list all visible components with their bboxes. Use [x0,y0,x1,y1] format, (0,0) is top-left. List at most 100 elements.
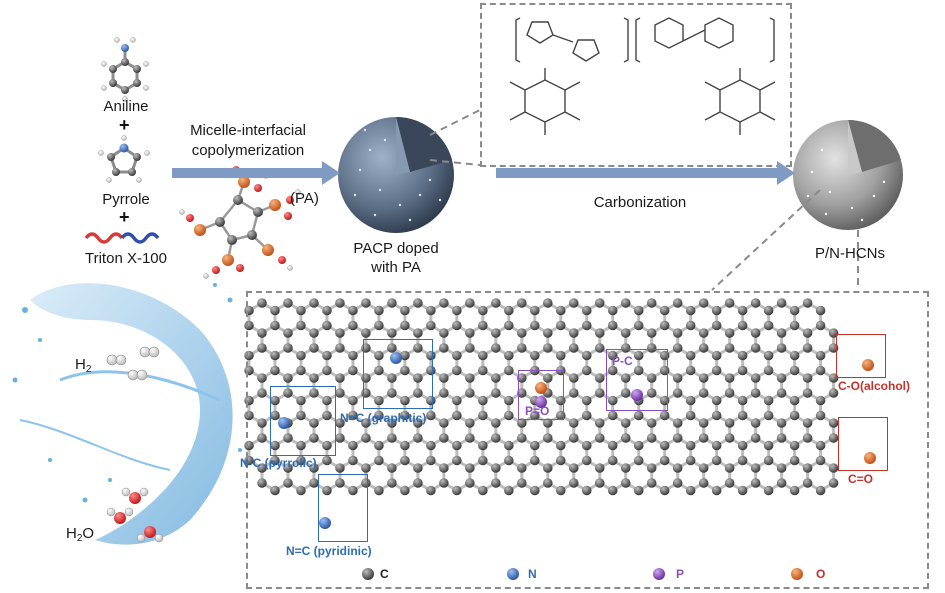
lattice-carbon-atom [400,320,410,331]
lattice-carbon-atom [439,418,449,428]
lattice-carbon-atom [439,343,449,353]
lattice-carbon-atom [465,388,475,398]
lattice-carbon-atom [594,463,605,473]
lattice-carbon-atom [672,433,683,443]
lattice-carbon-atom [646,388,657,398]
lattice-carbon-atom [711,395,722,406]
lattice-carbon-atom [555,305,566,316]
lattice-carbon-atom [763,350,774,361]
lattice-carbon-atom [711,485,722,496]
lattice-carbon-atom [413,373,423,383]
lattice-carbon-atom [828,373,839,383]
lattice-carbon-atom [270,350,280,361]
plus-sign-1: + [119,115,130,135]
lattice-carbon-atom [296,395,306,406]
lattice-carbon-atom [724,388,735,398]
lattice-carbon-atom [400,455,410,466]
alcohol-site-label: C-O(alcohol) [838,379,910,393]
lattice-carbon-atom [776,463,787,473]
lattice-carbon-atom [594,478,605,488]
lattice-carbon-atom [802,298,813,308]
legend-markers [362,568,803,580]
lattice-carbon-atom [750,343,761,353]
lattice-carbon-atom [542,298,553,308]
legend-c-label: C [380,567,389,581]
lattice-carbon-atom [581,305,592,316]
lattice-carbon-atom [296,485,306,496]
lattice-carbon-atom [517,328,527,338]
lattice-carbon-atom [348,365,358,376]
lattice-carbon-atom [698,328,709,338]
lattice-carbon-atom [491,373,501,383]
lattice-box [246,291,929,589]
lattice-carbon-atom [828,433,839,443]
lattice-carbon-atom [789,395,800,406]
lattice-carbon-atom [517,373,527,383]
lattice-carbon-atom [542,478,553,488]
lattice-carbon-atom [776,388,787,398]
lattice-carbon-atom [491,463,501,473]
lattice-carbon-atom [763,365,774,376]
lattice-carbon-atom [776,433,787,443]
dopant-atoms [278,352,876,529]
lattice-carbon-atom [620,388,631,398]
lattice-carbon-atom [828,343,839,353]
lattice-carbon-atom [478,410,488,421]
lattice-carbon-atom [724,433,735,443]
lattice-carbon-atom [594,433,605,443]
lattice-carbon-atom [374,350,384,361]
lattice-carbon-atom [698,373,709,383]
lattice-carbon-atom [257,298,267,308]
lattice-carbon-atom [387,418,397,428]
lattice-carbon-atom [750,463,761,473]
lattice-carbon-atom [646,298,657,308]
lattice-carbon-atom [504,440,514,451]
lattice-carbon-atom [452,410,462,421]
lattice-carbon-atom [400,305,410,316]
lattice-carbon-atom [776,373,787,383]
lattice-carbon-atom [335,463,345,473]
lattice-carbon-atom [296,455,306,466]
lattice-carbon-atom [672,298,683,308]
lattice-carbon-atom [542,418,553,428]
lattice-carbon-atom [685,485,696,496]
lattice-carbon-atom [594,298,605,308]
lattice-carbon-atom [348,485,358,496]
lattice-carbon-atom [737,305,748,316]
lattice-carbon-atom [672,328,683,338]
co-site-label: C=O [848,472,874,486]
lattice-carbon-atom [400,410,410,421]
lattice-carbon-atom [283,343,293,353]
lattice-carbon-atom [633,410,644,421]
lattice-carbon-atom [387,463,397,473]
lattice-carbon-atom [374,485,384,496]
lattice-carbon-atom [685,410,696,421]
lattice-carbon-atom [750,478,761,488]
lattice-carbon-atom [646,343,657,353]
lattice-carbon-atom [296,440,306,451]
lattice-carbon-atom [413,298,423,308]
pn-hcn-label: P/N-HCNs [815,245,885,262]
pc-site-label: P-C [612,354,633,368]
dashed-connectors [429,109,859,291]
lattice-carbon-atom [581,395,592,406]
lattice-carbon-atom [348,350,358,361]
lattice-carbon-atom [322,455,332,466]
lattice-carbon-atom [283,373,293,383]
lattice-carbon-atom [607,485,618,496]
lattice-carbon-atom [426,440,436,451]
lattice-carbon-atom [257,433,267,443]
lattice-carbon-atom [711,350,722,361]
lattice-carbon-atom [439,478,449,488]
lattice-carbon-atom [828,478,839,488]
lattice-carbon-atom [815,485,826,496]
lattice-carbon-atom [348,410,358,421]
lattice-carbon-atom [568,388,579,398]
lattice-carbon-atom [517,478,527,488]
lattice-carbon-atom [594,343,605,353]
lattice-carbon-atom [452,320,462,331]
lattice-carbon-atom [789,455,800,466]
lattice-carbon-atom [426,395,436,406]
lattice-carbon-atom [685,305,696,316]
lattice-carbon-atom [400,365,410,376]
